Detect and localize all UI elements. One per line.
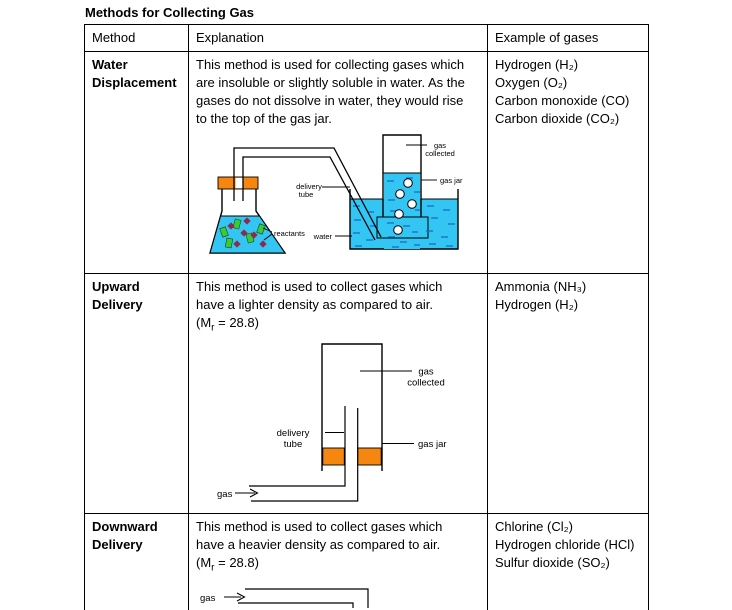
gas-flow-arrow [224,592,246,602]
explanation-text: This method is used for collecting gases… [196,57,465,126]
stopper-tube-channel [235,177,243,189]
col-header-method: Method [84,24,189,52]
diagram-labels: gas collected gas jar delivery tube wate… [262,141,463,241]
reactants-particles [219,217,267,249]
diagram-labels: gas collected delivery tube gas jar gas [217,366,447,500]
downward-delivery-diagram: gas [200,587,369,608]
label-gas-collected: gas [434,141,446,150]
label-gas-collected: gas [418,366,434,377]
label-gas-jar: gas jar [440,176,463,185]
beehive-shelf [376,216,429,239]
examples-cell-downward-delivery: Chlorine (Cl₂)Hydrogen chloride (HCl)Sul… [487,513,649,610]
gas-jar [321,342,383,471]
label-delivery-tube-2: tube [284,439,303,450]
gas-jar [382,134,422,249]
label-delivery-tube-2: tube [299,190,314,199]
formula-post: = 28.8) [214,315,259,330]
explanation-cell-upward-delivery: This method is used to collect gases whi… [188,273,488,514]
label-gas-inlet: gas [217,489,233,500]
gases-list: Hydrogen (H₂)Oxygen (O₂)Carbon monoxide … [495,57,630,126]
col-header-examples: Example of gases [487,24,649,52]
upward-delivery-diagram: gas collected delivery tube gas jar gas [217,342,447,502]
page-title: Methods for Collecting Gas [85,5,255,20]
gas-bubbles [393,178,417,235]
label-gas-inlet: gas [200,593,216,604]
formula-pre: (M [196,315,212,330]
conical-flask [209,177,287,254]
label-gas-collected-2: collected [407,377,445,388]
formula-post: = 28.8) [214,555,259,570]
label-reactants: reactants [274,229,305,238]
formula-sub: r [211,322,215,334]
explanation-text: This method is used to collect gases whi… [196,519,443,552]
delivery-tube [249,405,359,502]
formula-sub: r [211,562,215,574]
label-water: water [313,232,333,241]
gases-list: Chlorine (Cl₂)Hydrogen chloride (HCl)Sul… [495,519,635,570]
delivery-tube [238,587,369,608]
label-gas-jar: gas jar [418,439,447,450]
water-displacement-diagram: gas collected gas jar delivery tube wate… [209,134,463,254]
label-gas-collected-2: collected [425,149,455,158]
label-delivery-tube: delivery [296,182,322,191]
examples-cell-water-displacement: Hydrogen (H₂)Oxygen (O₂)Carbon monoxide … [487,51,649,274]
explanation-cell-water-displacement: This method is used for collecting gases… [188,51,488,274]
col-header-explanation: Explanation [188,24,488,52]
table-header-row: Method Explanation Example of gases [84,24,649,52]
formula-mr: (Mr = 28.8) [196,554,480,578]
explanation-text: This method is used to collect gases whi… [196,279,443,312]
formula-mr: (Mr = 28.8) [196,314,480,338]
methods-table: Method Explanation Example of gases Wate… [84,24,649,610]
gases-list: Ammonia (NH₃)Hydrogen (H₂) [495,279,587,312]
formula-pre: (M [196,555,212,570]
explanation-cell-downward-delivery: This method is used to collect gases whi… [188,513,488,610]
label-delivery-tube: delivery [277,428,310,439]
examples-cell-upward-delivery: Ammonia (NH₃)Hydrogen (H₂) [487,273,649,514]
delivery-tube [233,147,382,241]
gas-flow-arrow [235,488,259,498]
